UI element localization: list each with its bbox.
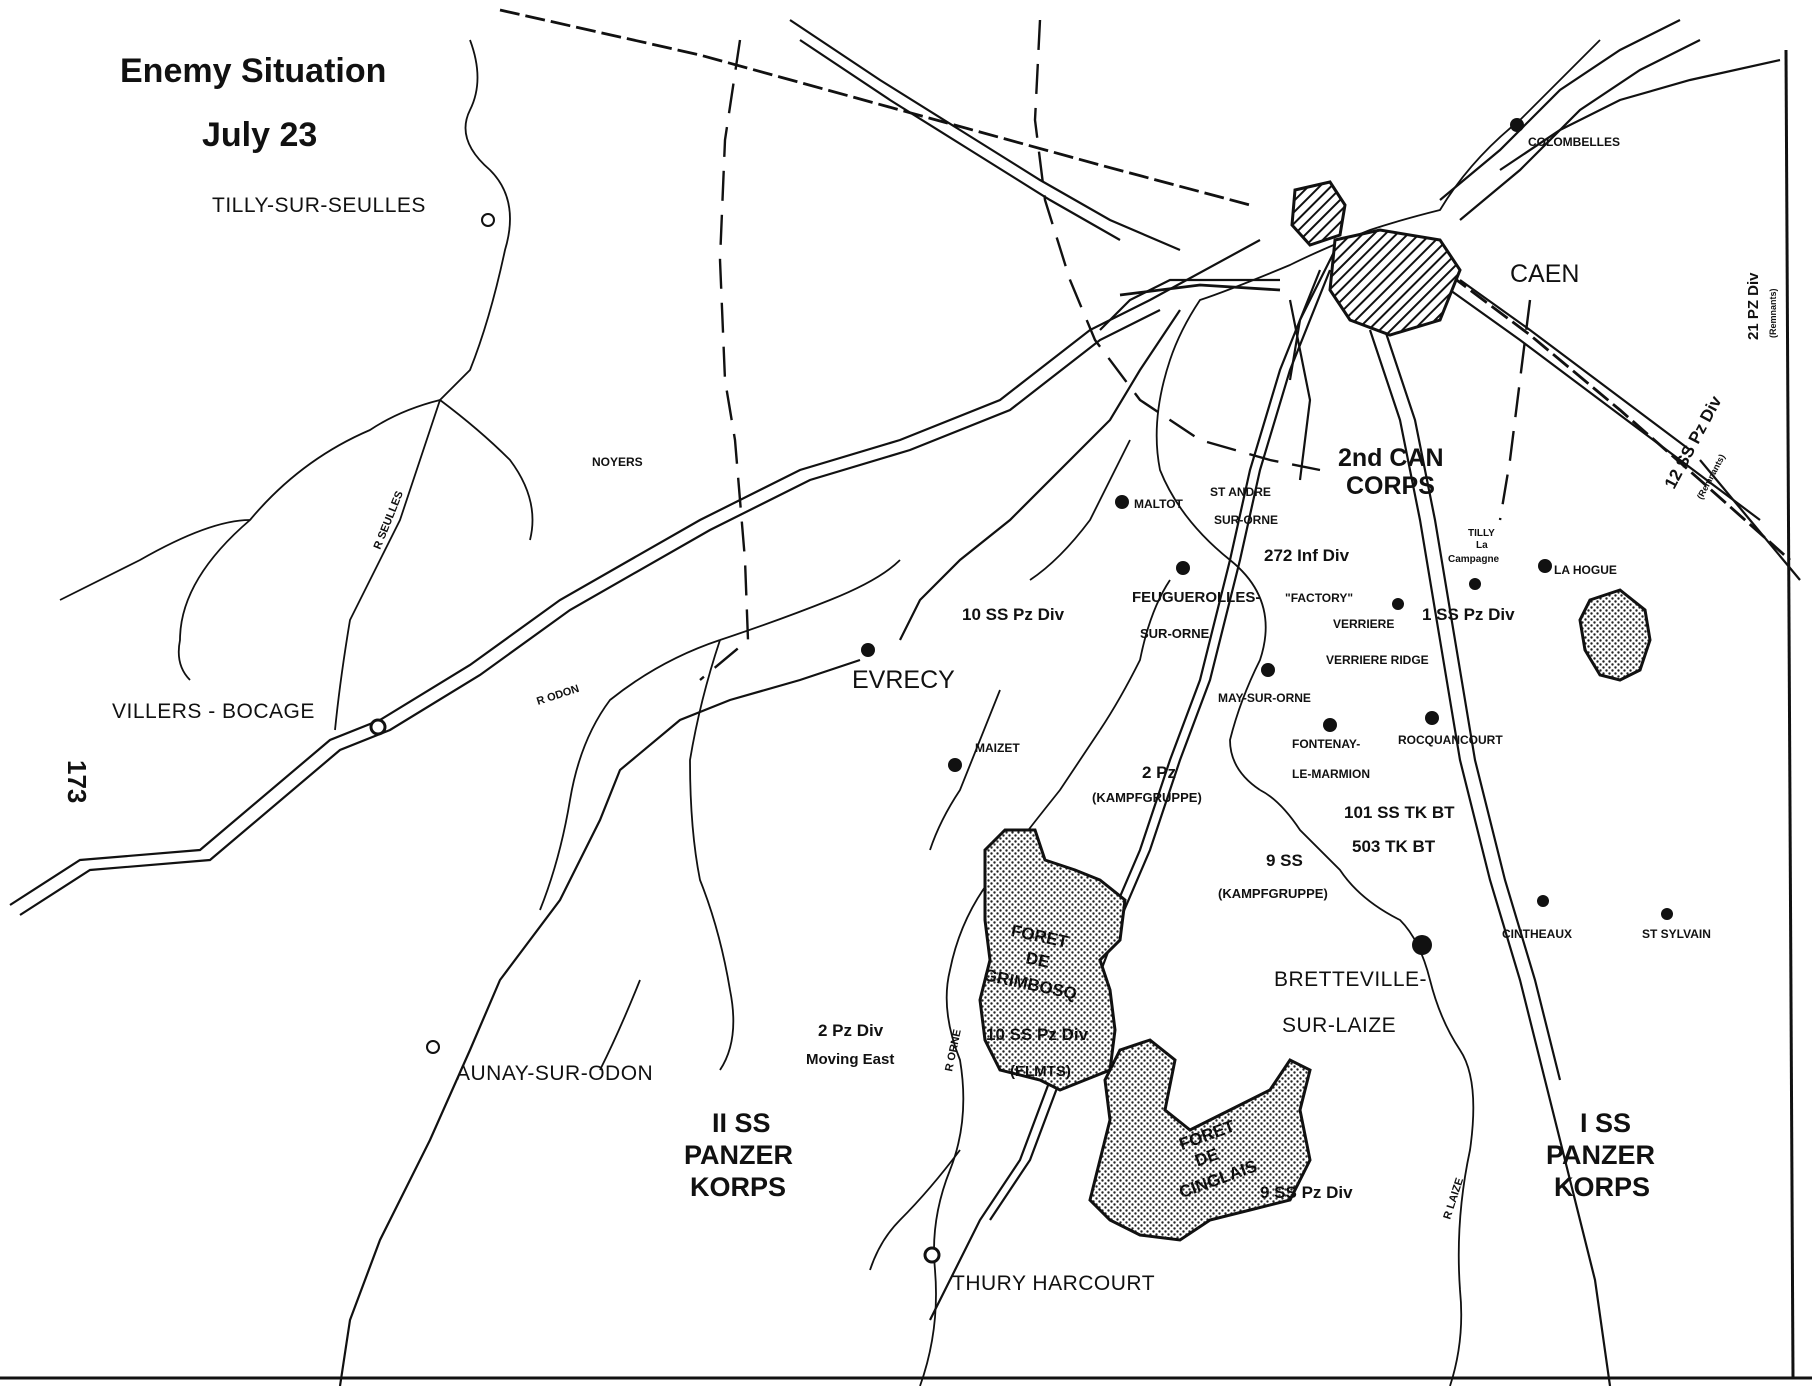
i-ss-panzer-korps-line2: PANZER [1546, 1140, 1655, 1170]
unit-9-ss-kampfgruppe-line2: (KAMPFGRUPPE) [1218, 886, 1328, 901]
town-la-hogue: LA HOGUE [1554, 563, 1617, 577]
town-factory: "FACTORY" [1285, 591, 1353, 605]
unit-21-pz-div-line1: 21 PZ Div [1745, 272, 1762, 340]
town-fontenay-line1: FONTENAY- [1292, 737, 1360, 751]
unit-2-pz-div-moving-east-line1: 2 Pz Div [818, 1021, 884, 1040]
town-tilly-la-campagne-line3: Campagne [1448, 554, 1500, 565]
town-feuguerolles-line2: SUR-ORNE [1140, 626, 1210, 641]
unit-12-ss-pz-div-line2: (Remnants) [1695, 453, 1727, 501]
town-bretteville-line1: BRETTEVILLE- [1274, 968, 1427, 991]
town-tilly-la-campagne-line2: La [1476, 540, 1488, 551]
town-verrieres-ridge: VERRIERE RIDGE [1326, 653, 1429, 667]
rivers [59, 39, 1601, 1386]
ii-ss-panzer-korps-line2: PANZER [684, 1140, 793, 1170]
ii-ss-panzer-korps-line1: II SS [712, 1108, 771, 1138]
corps-boundaries [699, 19, 1532, 681]
town-cintheaux: CINTHEAUX [1502, 927, 1572, 941]
unit-2nd-can-corps-line1: 2nd CAN [1338, 444, 1444, 472]
unit-101-ss-tk-bt: 101 SS TK BT [1344, 803, 1455, 822]
i-ss-panzer-korps-line1: I SS [1580, 1108, 1631, 1138]
frame-right [1784, 49, 1795, 1379]
town-maizet: MAIZET [975, 741, 1020, 755]
river-odon-label: R ODON [535, 683, 581, 708]
la-hogue-wood [1578, 588, 1652, 682]
town-thury-harcourt: THURY HARCOURT [952, 1272, 1155, 1295]
page-number: 173 [62, 760, 92, 803]
town-villers-bocage: VILLERS - BOCAGE [112, 700, 315, 723]
unit-10-ss-pz-div-elmts-line1: 10 SS Pz Div [986, 1025, 1089, 1044]
town-bretteville-line2: SUR-LAIZE [1282, 1014, 1396, 1037]
map-title: Enemy Situation [120, 52, 386, 90]
unit-21-pz-div-line2: (Remnants) [1768, 288, 1778, 338]
town-evrecy: EVRECY [852, 666, 955, 694]
unit-9-ss-kampfgruppe-line1: 9 SS [1266, 851, 1303, 870]
unit-2-pz-div-moving-east-line2: Moving East [806, 1051, 894, 1068]
map-date: July 23 [202, 116, 317, 154]
town-markers [369, 118, 1673, 1264]
town-aunay-sur-odon: AUNAY-SUR-ODON [456, 1062, 653, 1085]
i-ss-panzer-korps-line3: KORPS [1554, 1172, 1650, 1202]
unit-10-ss-pz-div-elmts-line2: (ELMTS) [1010, 1063, 1071, 1080]
town-fontenay-line2: LE-MARMION [1292, 767, 1370, 781]
town-feuguerolles-line1: FEUGUEROLLES- [1132, 589, 1260, 606]
town-colombelles: COLOMBELLES [1528, 135, 1620, 149]
unit-2-pz-kampfgruppe-line1: 2 Pz [1142, 763, 1176, 782]
foret-de-grimbosq-forest [978, 828, 1127, 1092]
unit-503-tk-bt: 503 TK BT [1352, 837, 1436, 856]
town-st-andre-line2: SUR-ORNE [1214, 513, 1278, 527]
unit-1-ss-pz-div: 1 SS Pz Div [1422, 605, 1515, 624]
town-caen: CAEN [1510, 260, 1579, 288]
railways [499, 8, 1791, 562]
unit-272-inf-div: 272 Inf Div [1264, 546, 1350, 565]
town-tilly-la-campagne-line1: TILLY [1468, 528, 1495, 539]
town-rocquancourt: ROCQUANCOURT [1398, 733, 1503, 747]
ii-ss-panzer-korps-line3: KORPS [690, 1172, 786, 1202]
unit-2nd-can-corps-line2: CORPS [1346, 472, 1435, 500]
roads [9, 19, 1801, 1386]
town-maltot: MALTOT [1134, 497, 1184, 511]
town-tilly-sur-seulles: TILLY-SUR-SEULLES [212, 194, 426, 217]
town-st-andre-line1: ST ANDRE [1210, 485, 1271, 499]
unit-9-ss-pz-div: 9 SS Pz Div [1260, 1183, 1353, 1202]
foret-grimbosq-line2: DE [1024, 948, 1051, 971]
unit-10-ss-pz-div: 10 SS Pz Div [962, 605, 1065, 624]
town-noyers: NOYERS [592, 455, 643, 469]
unit-2-pz-kampfgruppe-line2: (KAMPFGRUPPE) [1092, 790, 1202, 805]
town-may-sur-orne: MAY-SUR-ORNE [1218, 691, 1311, 705]
town-st-sylvain: ST SYLVAIN [1642, 927, 1711, 941]
caen-city [1290, 180, 1462, 337]
foret-de-cinglais-forest [1088, 1038, 1312, 1242]
town-verrieres: VERRIERE [1333, 617, 1394, 631]
